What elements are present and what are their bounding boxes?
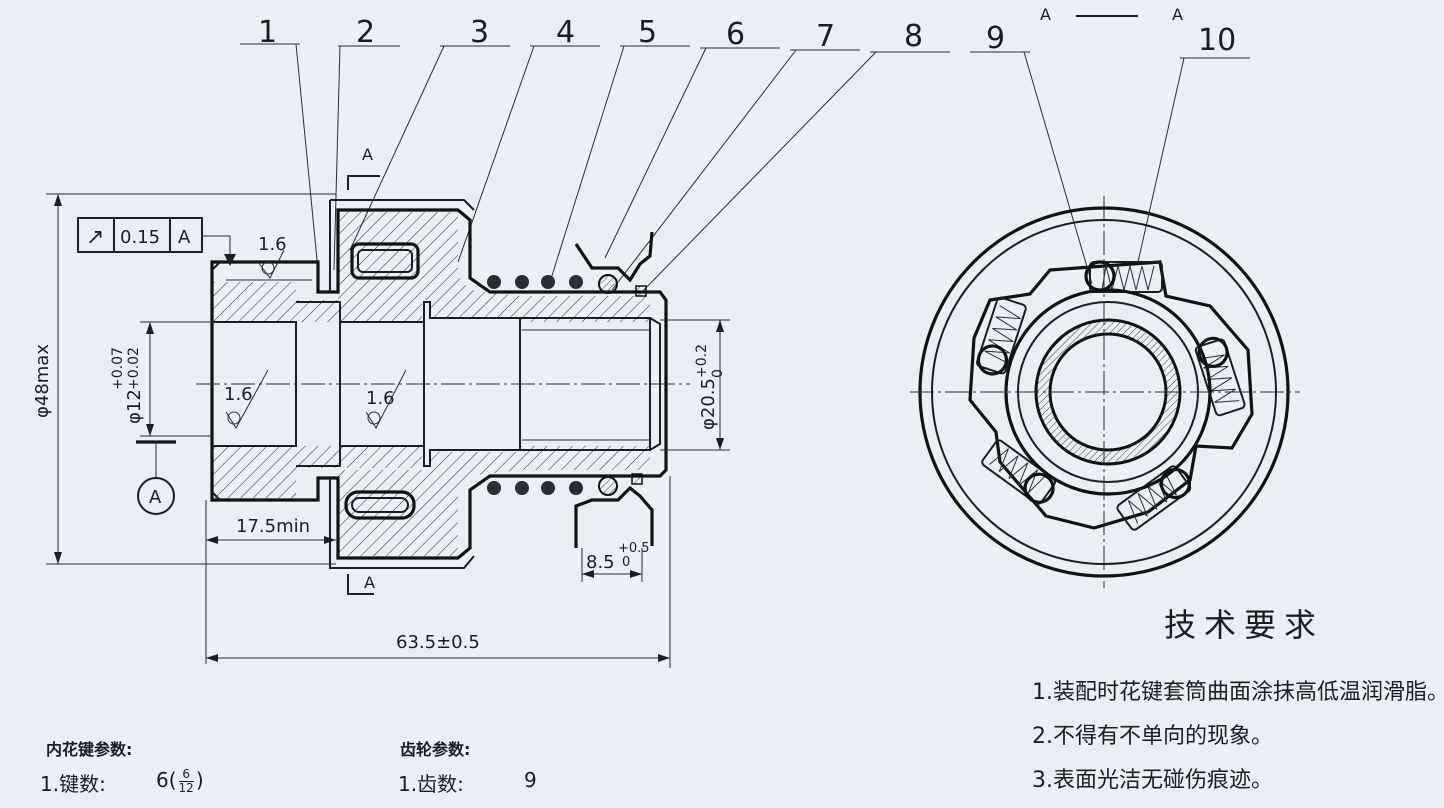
gear-row-value: 9 bbox=[524, 768, 537, 792]
dim-len-8-5-upper: +0.5 bbox=[618, 541, 650, 556]
datum-letter: A bbox=[149, 487, 162, 508]
dim-len-17-5: 17.5min bbox=[236, 516, 310, 537]
tech-item-1: 1.装配时花键套筒曲面涂抹高低温润滑脂。 bbox=[1032, 680, 1444, 705]
balloon-8: 8 bbox=[904, 19, 923, 54]
dim-d12: φ12 bbox=[124, 389, 145, 424]
tech-item-2: 2.不得有不单向的现象。 bbox=[1032, 724, 1273, 749]
balloon-4: 4 bbox=[556, 15, 575, 50]
tolerance-frame: ↗ 0.15 A bbox=[77, 217, 236, 266]
roughness-label-3: 1.6 bbox=[366, 388, 395, 409]
balloon-5: 5 bbox=[638, 15, 657, 50]
balloon-10: 10 bbox=[1198, 23, 1236, 58]
svg-text:A: A bbox=[1172, 5, 1183, 24]
cross-section-view bbox=[910, 196, 1300, 588]
dim-len-8-5: 8.5 bbox=[586, 552, 615, 573]
tech-requirements-title: 技术要求 bbox=[1164, 606, 1325, 644]
tolerance-datum: A bbox=[178, 227, 191, 248]
balloon-2: 2 bbox=[356, 15, 375, 50]
dim-d48: φ48max bbox=[32, 344, 53, 418]
section-view: 1.6 1.6 1.6 A A bbox=[196, 145, 690, 595]
dimensions: φ48max φ12 +0.07 +0.02 φ20.5 +0.2 0 17.5… bbox=[32, 193, 730, 668]
spline-params-title: 内花键参数: bbox=[46, 740, 133, 759]
balloon-1: 1 bbox=[258, 15, 277, 50]
balloon-leaders bbox=[240, 43, 1250, 295]
datum-a: A bbox=[136, 440, 176, 515]
tolerance-value: 0.15 bbox=[120, 227, 160, 248]
dim-len-8-5-lower: 0 bbox=[622, 555, 630, 570]
gear-row-label: 1.齿数: bbox=[398, 772, 464, 796]
runout-symbol: ↗ bbox=[86, 225, 104, 250]
section-title: A A bbox=[1040, 5, 1183, 24]
roughness-label-1: 1.6 bbox=[258, 234, 287, 255]
cut-mark-top: A bbox=[362, 145, 373, 164]
dim-d20-upper: +0.2 bbox=[694, 344, 710, 378]
dim-len-63-5: 63.5±0.5 bbox=[396, 632, 480, 653]
dim-d12-lower: +0.02 bbox=[126, 347, 142, 390]
svg-text:A: A bbox=[1040, 5, 1051, 24]
balloon-3: 3 bbox=[470, 15, 489, 50]
balloon-7: 7 bbox=[816, 19, 835, 54]
roughness-symbols: 1.6 1.6 1.6 bbox=[224, 234, 407, 430]
balloon-9: 9 bbox=[986, 21, 1005, 56]
cut-mark-bottom: A bbox=[364, 573, 375, 592]
dim-d20: φ20.5 bbox=[698, 378, 719, 430]
tech-item-3: 3.表面光洁无碰伤痕迹。 bbox=[1032, 768, 1273, 793]
roughness-label-2: 1.6 bbox=[224, 384, 253, 405]
balloon-numbers: 1 2 3 4 5 6 7 8 9 10 bbox=[258, 15, 1236, 58]
dim-d12-upper: +0.07 bbox=[110, 347, 126, 390]
gear-params-title: 齿轮参数: bbox=[400, 740, 471, 759]
spline-row-label: 1.键数: bbox=[40, 772, 106, 796]
dim-d20-lower: 0 bbox=[710, 369, 726, 378]
balloon-6: 6 bbox=[726, 17, 745, 52]
